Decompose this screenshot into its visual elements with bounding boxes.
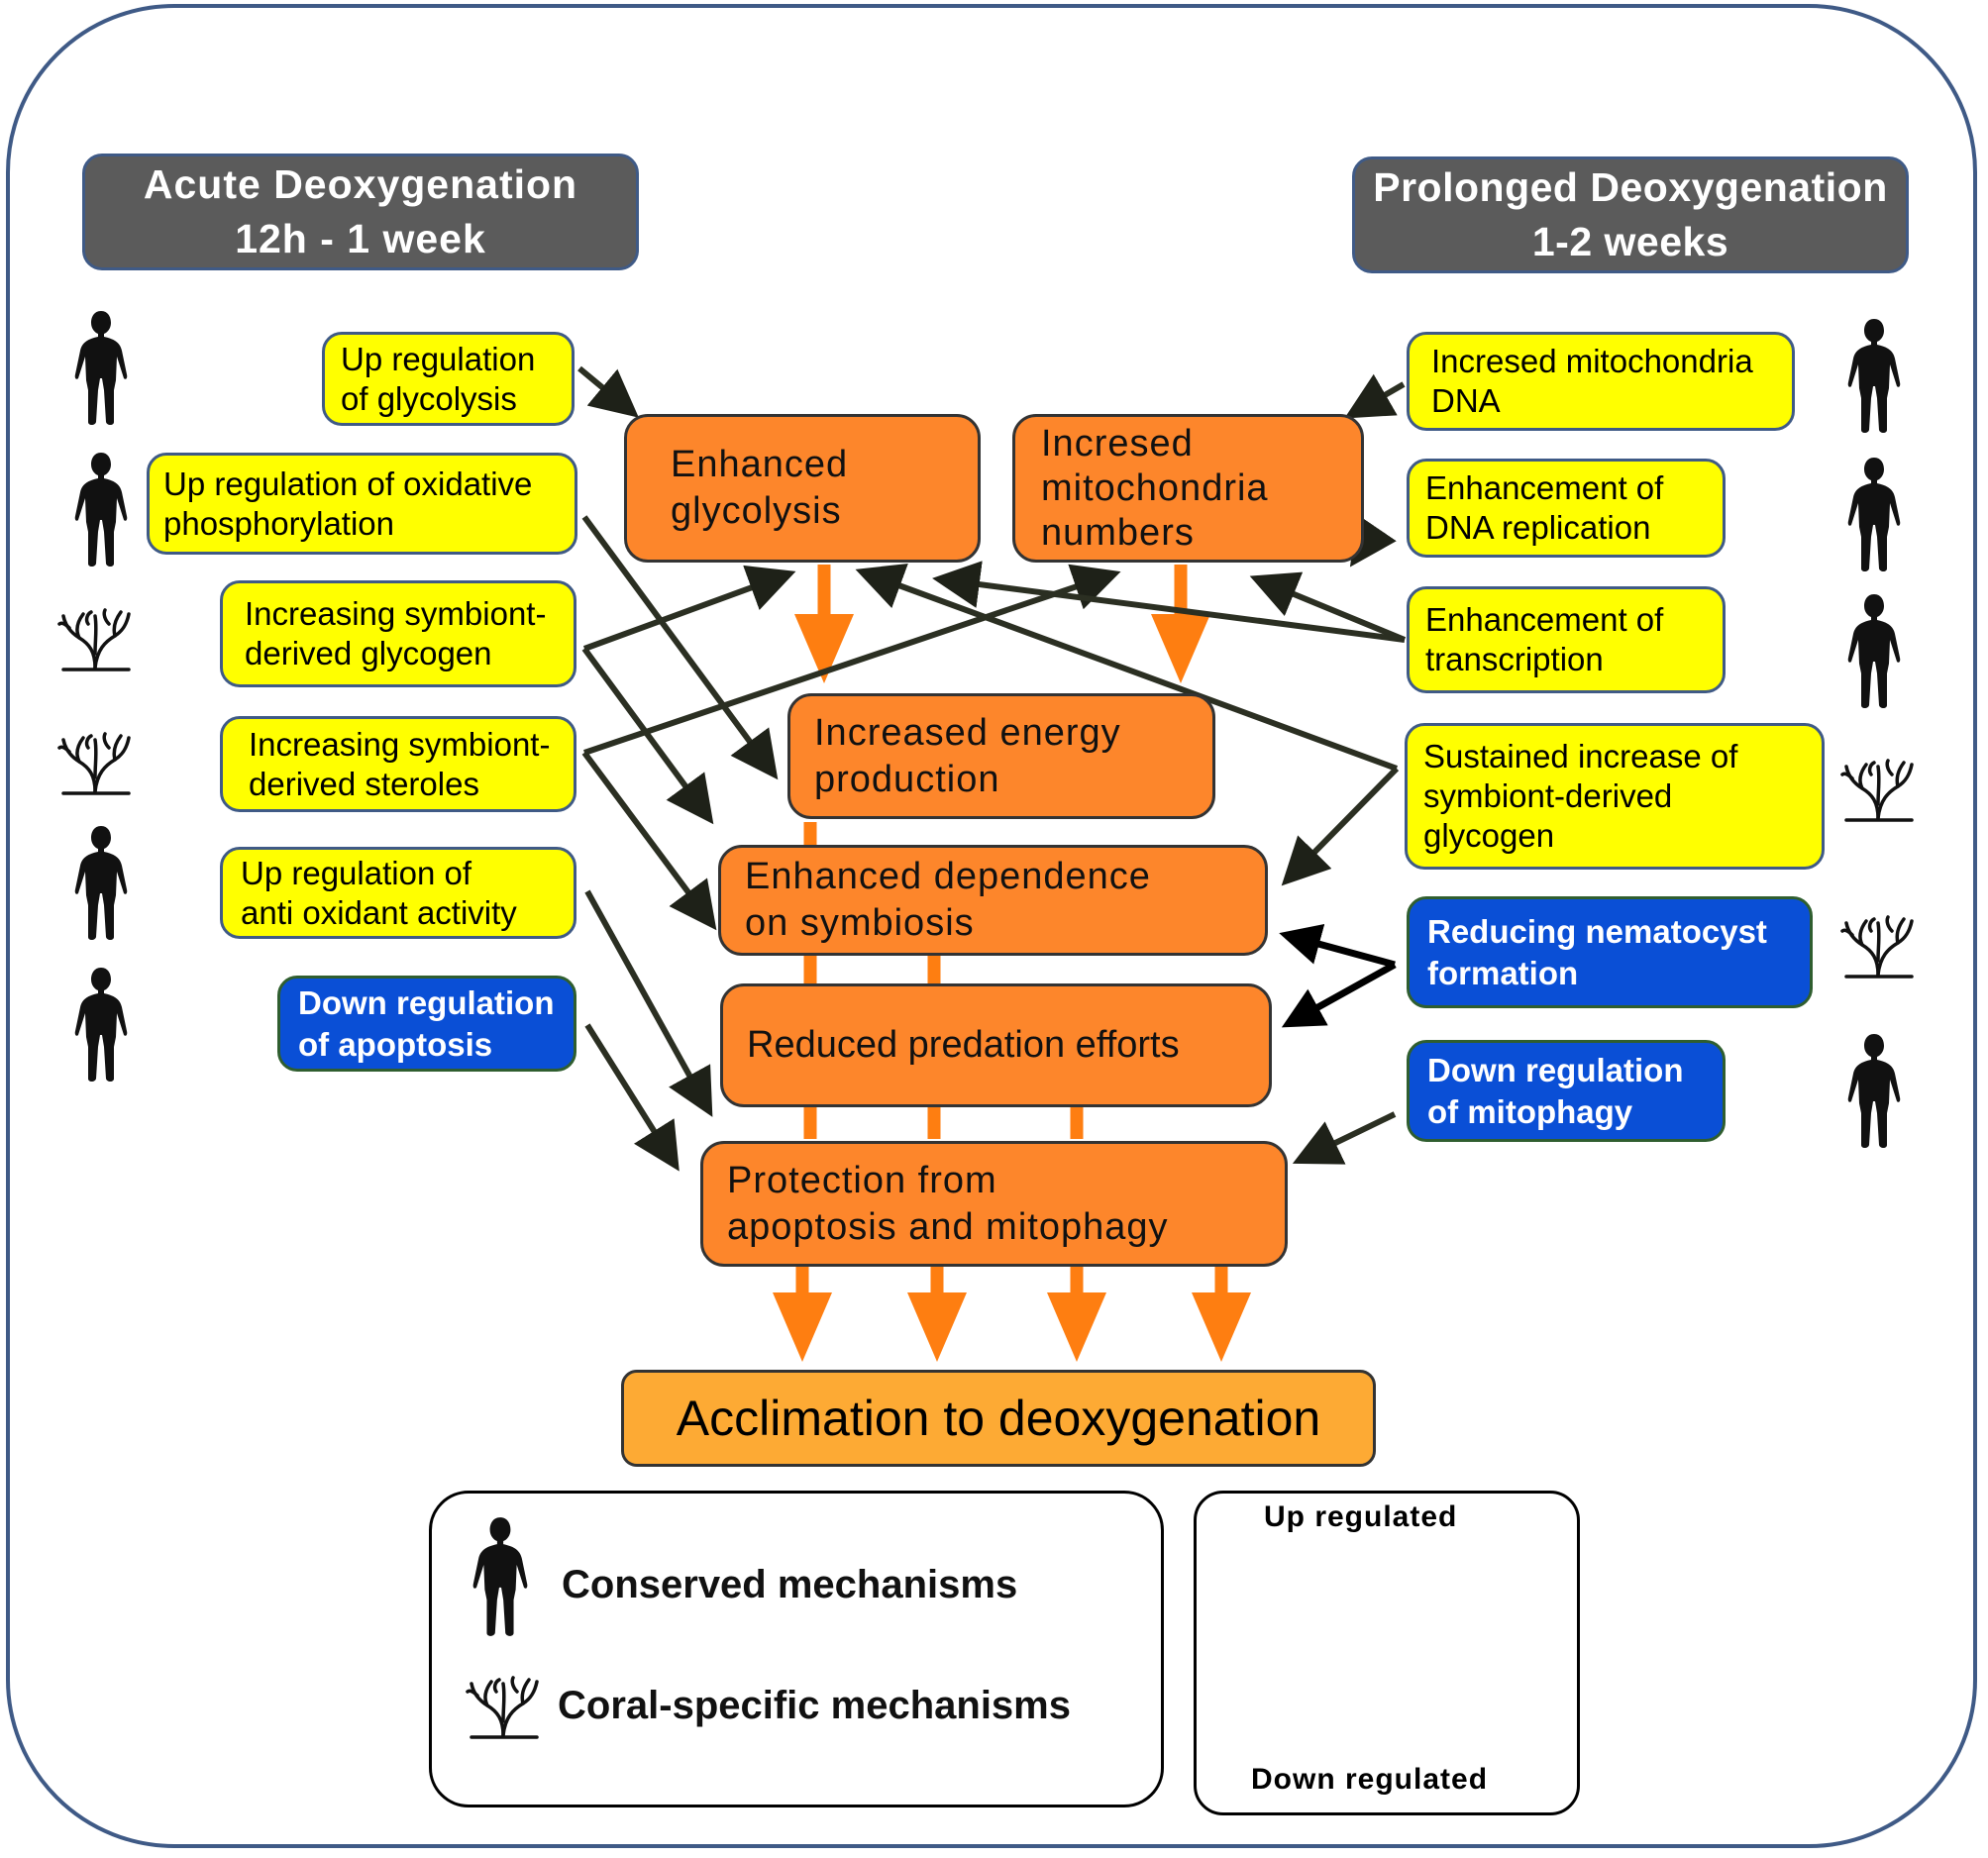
connector-arrow (1344, 373, 1406, 419)
increased-mitochondria-box: Incresed mitochondria numbers (1012, 414, 1364, 563)
human-icon (1847, 458, 1901, 571)
connector-arrow (1281, 766, 1400, 886)
connector-arrow (1279, 923, 1396, 969)
left-box-oxidative-phosphorylation: Up regulation of oxidative phosphorylati… (147, 453, 577, 555)
coral-icon (1840, 915, 1914, 979)
coral-icon (1840, 759, 1914, 822)
increased-energy-box: Increased energy production (787, 693, 1215, 819)
connector-arrow (581, 751, 717, 931)
connector-arrow (1349, 514, 1397, 568)
flow-arrowhead (907, 1292, 967, 1362)
connector-arrow (584, 889, 713, 1117)
legend-up-label: Up regulated (1264, 1500, 1458, 1533)
human-icon (74, 311, 128, 425)
connector-arrow (855, 563, 1399, 772)
connector-arrow (1281, 961, 1397, 1028)
right-box-dna-replication: Enhancement of DNA replication (1407, 459, 1726, 558)
acute-deoxygenation-header: Acute Deoxygenation 12h - 1 week (82, 154, 639, 270)
legend-coral-label: Coral-specific mechanisms (558, 1684, 1071, 1727)
right-box-nematocyst: Reducing nematocyst formation (1407, 896, 1813, 1008)
protection-box: Protection from apoptosis and mitophagy (700, 1141, 1288, 1267)
connector-arrow (584, 1023, 680, 1172)
mechanism-legend (429, 1491, 1164, 1807)
flow-arrowhead (1151, 614, 1210, 683)
right-box-mitochondria-dna: Incresed mitochondria DNA (1407, 332, 1795, 431)
connector-arrow (1292, 1111, 1397, 1165)
human-icon (1847, 1034, 1901, 1148)
left-box-symbiont-steroles: Increasing symbiont- derived steroles (220, 716, 576, 812)
right-box-sustained-glycogen: Sustained increase of symbiont-derived g… (1405, 723, 1825, 870)
connector-arrow (582, 565, 796, 652)
acclimation-outcome-box: Acclimation to deoxygenation (621, 1370, 1376, 1467)
left-box-glycolysis-up: Up regulation of glycolysis (322, 332, 575, 426)
flow-arrowhead (1192, 1292, 1251, 1362)
connector-arrow (1249, 571, 1407, 643)
prolonged-deoxygenation-header: Prolonged Deoxygenation 1-2 weeks (1352, 156, 1909, 273)
human-icon (74, 968, 128, 1082)
coral-icon (57, 608, 131, 671)
connector-arrow (577, 365, 639, 418)
left-box-symbiont-glycogen: Increasing symbiont- derived glycogen (220, 580, 576, 687)
connector-arrow (581, 515, 779, 780)
reduced-predation-box: Reduced predation efforts (720, 983, 1272, 1107)
human-icon (74, 826, 128, 940)
human-icon (1847, 319, 1901, 433)
symbiosis-dependence-box: Enhanced dependence on symbiosis (718, 845, 1268, 956)
right-box-mitophagy-down: Down regulation of mitophagy (1407, 1040, 1726, 1142)
coral-icon (466, 1676, 539, 1739)
left-box-antioxidant: Up regulation of anti oxidant activity (220, 847, 576, 939)
legend-down-label: Down regulated (1251, 1763, 1489, 1796)
flow-arrowhead (1047, 1292, 1106, 1362)
human-icon (74, 453, 128, 567)
flow-arrowhead (773, 1292, 832, 1362)
connector-arrow (932, 561, 1406, 643)
left-box-apoptosis-down: Down regulation of apoptosis (277, 976, 576, 1072)
coral-icon (57, 732, 131, 795)
regulation-legend (1194, 1491, 1580, 1815)
right-box-transcription: Enhancement of transcription (1407, 586, 1726, 693)
human-icon (1847, 594, 1901, 708)
flow-arrowhead (794, 614, 854, 683)
legend-conserved-label: Conserved mechanisms (562, 1563, 1018, 1606)
enhanced-glycolysis-box: Enhanced glycolysis (624, 414, 981, 563)
human-icon (472, 1517, 528, 1636)
connector-arrow (583, 564, 1121, 756)
